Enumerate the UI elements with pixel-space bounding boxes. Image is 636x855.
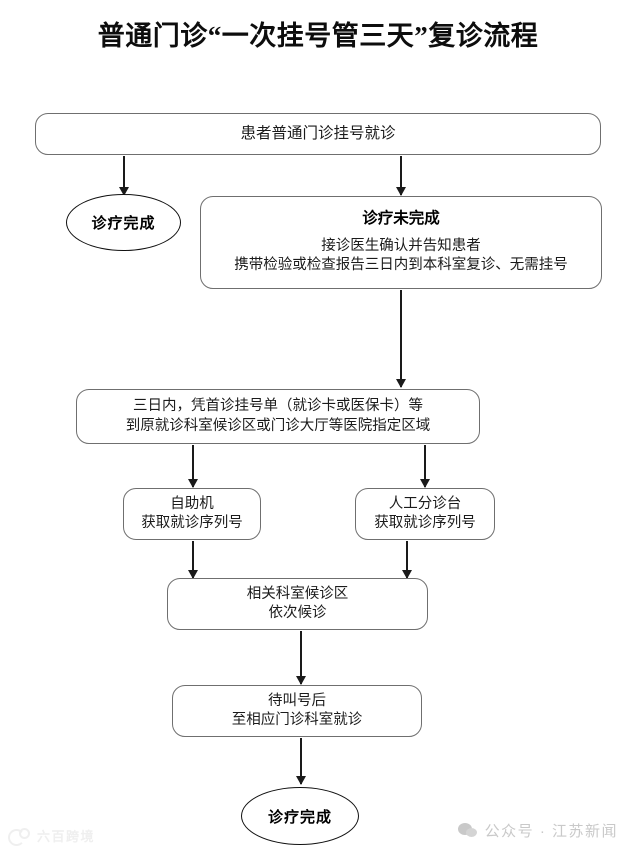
arrow-head: [395, 379, 406, 388]
node-start: 患者普通门诊挂号就诊: [35, 113, 601, 155]
node-self-service-line1: 自助机: [170, 495, 214, 512]
watermark-right-text: 公众号 · 江苏新闻: [484, 823, 618, 840]
node-start-line1: 患者普通门诊挂号就诊: [240, 124, 396, 142]
arrow-head: [295, 676, 306, 685]
arrow-head: [395, 187, 406, 196]
node-waiting-area: 相关科室候诊区 依次候诊: [167, 578, 428, 630]
arrow-shaft: [123, 156, 125, 195]
node-manual-triage: 人工分诊台 获取就诊序列号: [355, 488, 495, 540]
node-manual-triage-line2: 获取就诊序列号: [374, 515, 476, 531]
arrow-head: [187, 479, 198, 488]
arrow-shaft: [406, 541, 408, 578]
node-not-done: 诊疗未完成 接诊医生确认并告知患者 携带检验或检查报告三日内到本科室复诊、无需挂…: [200, 196, 602, 289]
arrow-shaft: [424, 445, 426, 487]
arrow-head: [419, 479, 430, 488]
node-three-days-line1: 三日内，凭首诊挂号单（就诊卡或医保卡）等: [133, 398, 423, 415]
watermark-left-text: 六百跨境: [37, 829, 96, 844]
node-done-bottom: 诊疗完成: [241, 787, 359, 845]
page-title: 普通门诊“一次挂号管三天”复诊流程: [97, 21, 539, 51]
node-waiting-area-line2: 依次候诊: [268, 605, 327, 621]
node-after-call-line1: 待叫号后: [268, 692, 326, 709]
node-not-done-line1: 接诊医生确认并告知患者: [321, 237, 481, 254]
node-after-call-line2: 至相应门诊科室就诊: [231, 712, 363, 728]
arrow-shaft: [192, 541, 194, 578]
node-done-left: 诊疗完成: [66, 194, 181, 251]
arrow-shaft: [400, 156, 402, 195]
arrow-head: [187, 570, 198, 579]
node-three-days-line2: 到原就诊科室候诊区或门诊大厅等医院指定区域: [125, 417, 431, 434]
node-within-three-days: 三日内，凭首诊挂号单（就诊卡或医保卡）等 到原就诊科室候诊区或门诊大厅等医院指定…: [76, 389, 480, 444]
node-manual-triage-line1: 人工分诊台: [388, 495, 462, 512]
watermark-right: 公众号 · 江苏新闻: [457, 820, 618, 841]
arrow-shaft: [300, 738, 302, 784]
arrow-head: [295, 776, 306, 785]
node-not-done-line2: 携带检验或检查报告三日内到本科室复诊、无需挂号: [234, 257, 568, 274]
arrow-head: [401, 570, 412, 579]
arrow-shaft: [400, 290, 402, 387]
arrow-shaft: [300, 631, 302, 684]
arrow-head: [118, 187, 129, 196]
node-after-call: 待叫号后 至相应门诊科室就诊: [172, 685, 422, 737]
node-self-service-line2: 获取就诊序列号: [141, 515, 243, 531]
arrow-shaft: [192, 445, 194, 487]
wechat-icon: [457, 823, 478, 838]
node-self-service: 自助机 获取就诊序列号: [123, 488, 261, 540]
node-done-left-label: 诊疗完成: [91, 215, 156, 232]
brand-logo-icon: [8, 827, 30, 846]
node-not-done-heading: 诊疗未完成: [362, 210, 440, 228]
node-waiting-area-line1: 相关科室候诊区: [246, 585, 349, 602]
watermark-left: 六百跨境: [8, 826, 96, 846]
node-done-bottom-label: 诊疗完成: [267, 808, 332, 826]
